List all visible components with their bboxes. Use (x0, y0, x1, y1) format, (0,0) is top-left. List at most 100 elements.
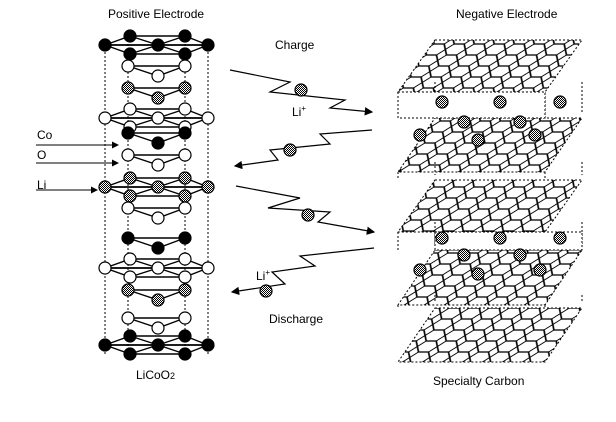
li-ion-charge-plus: + (301, 104, 307, 113)
co-atom (98, 338, 112, 352)
co-atom (178, 47, 192, 61)
zigzag-arrow (233, 129, 373, 170)
oxygen-label: O (37, 148, 47, 162)
graphene-sheet (397, 179, 583, 233)
o-atom (151, 158, 165, 172)
carbon-graphite-structure (397, 39, 583, 363)
zigzag-arrow (229, 69, 374, 116)
o-atom (123, 270, 137, 284)
o-atom (201, 111, 215, 125)
li-ion (528, 128, 542, 142)
o-atom (121, 59, 135, 73)
co-atom (151, 38, 165, 52)
negative-electrode-title: Negative Electrode (456, 7, 558, 21)
co-atom (178, 329, 192, 343)
li-atom (121, 283, 135, 297)
co-atom (151, 338, 165, 352)
li-atom (151, 91, 165, 105)
li-ion (533, 263, 547, 277)
o-atom (151, 261, 165, 275)
co-atom (123, 47, 137, 61)
specialty-carbon-label: Specialty Carbon (433, 374, 525, 388)
li-atom (98, 180, 112, 194)
li-ion (513, 248, 527, 262)
licoo2-crystal-structure (36, 29, 215, 361)
o-atom (201, 261, 215, 275)
zigzag-arrow (235, 185, 376, 235)
li-atom (178, 189, 192, 203)
o-atom (151, 111, 165, 125)
o-atom (98, 111, 112, 125)
li-ion-discharge-plus: + (265, 268, 271, 277)
lithium-label: Li (37, 178, 47, 192)
co-atom (121, 126, 135, 140)
li-ion (471, 267, 485, 281)
o-atom (151, 69, 165, 83)
li-ion (294, 83, 308, 97)
co-atom (123, 329, 137, 343)
cobalt-label: Co (37, 128, 53, 142)
co-atom (151, 241, 165, 255)
li-ion (435, 95, 449, 109)
li-atom (178, 171, 192, 185)
discharge-label: Discharge (269, 312, 324, 326)
li-atom (151, 293, 165, 307)
co-atom (178, 347, 192, 361)
co-atom (178, 231, 192, 245)
li-ion-charge-symbol: Li (292, 105, 302, 119)
graphene-sheet (397, 249, 583, 306)
o-atom (151, 211, 165, 225)
o-atom (121, 148, 135, 162)
co-atom (178, 126, 192, 140)
o-atom (178, 201, 192, 215)
li-atom (121, 81, 135, 95)
li-ion (553, 95, 567, 109)
co-atom (123, 29, 137, 43)
o-atom (178, 102, 192, 116)
li-ion (457, 115, 471, 129)
li-ion (513, 115, 527, 129)
graphene-sheet (397, 117, 583, 173)
o-atom (121, 311, 135, 325)
zigzag-arrow (230, 247, 375, 296)
licoo2-label: LiCoO2 (136, 368, 175, 382)
interlayer-frame (434, 231, 583, 251)
o-atom (123, 102, 137, 116)
li-atom (201, 180, 215, 194)
li-ion (259, 284, 273, 298)
li-ion-charge-label: Li+ (292, 104, 306, 119)
graphene-sheet (397, 39, 583, 93)
li-ion (493, 231, 507, 245)
o-atom (123, 252, 137, 266)
li-ion (413, 263, 427, 277)
co-atom (123, 347, 137, 361)
co-atom (201, 38, 215, 52)
licoo2-subscript: 2 (170, 371, 176, 381)
co-atom (121, 231, 135, 245)
co-atom (178, 29, 192, 43)
co-atom (98, 38, 112, 52)
interlayer-frame (397, 91, 546, 119)
graphene-sheet (397, 307, 583, 363)
li-atom (151, 180, 165, 194)
li-atom (178, 283, 192, 297)
li-ion (301, 208, 315, 222)
o-atom (151, 321, 165, 335)
charge-label: Charge (275, 38, 315, 52)
li-ion (457, 248, 471, 262)
li-ion-discharge-label: Li+ (256, 268, 270, 283)
li-atom (178, 81, 192, 95)
o-atom (98, 261, 112, 275)
positive-electrode-title: Positive Electrode (108, 7, 205, 21)
o-atom (178, 270, 192, 284)
li-ion (413, 128, 427, 142)
o-atom (178, 252, 192, 266)
li-atom (123, 189, 137, 203)
li-ion (283, 143, 297, 157)
li-ion (553, 231, 567, 245)
licoo2-formula: LiCoO (136, 368, 171, 382)
li-ion-discharge-symbol: Li (256, 269, 266, 283)
o-atom (178, 148, 192, 162)
